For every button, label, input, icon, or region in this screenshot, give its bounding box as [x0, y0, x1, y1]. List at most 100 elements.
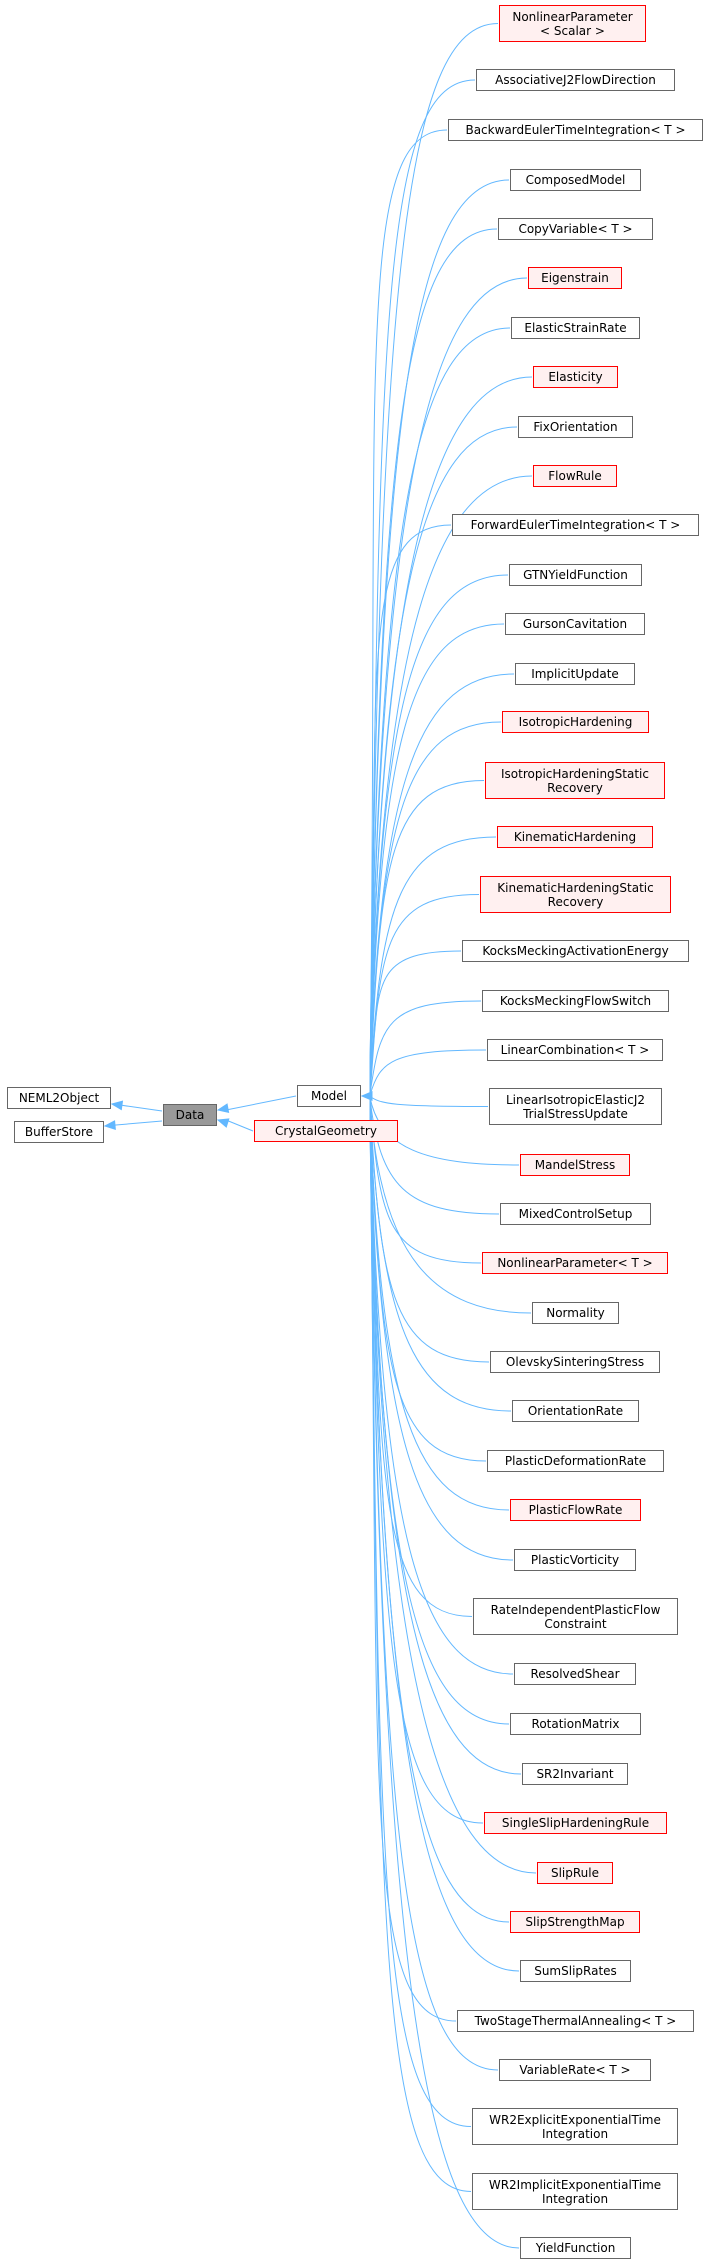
class-name-label: FlowRule: [548, 469, 602, 483]
class-name-label: PlasticVorticity: [530, 1553, 620, 1567]
class-name-label: GursonCavitation: [522, 617, 628, 631]
class-node-gursoncavitation[interactable]: GursonCavitation: [505, 613, 645, 635]
class-name-label: YieldFunction: [535, 2241, 616, 2255]
class-node-kinematichardening[interactable]: KinematicHardening: [497, 826, 653, 848]
class-node-orientationrate[interactable]: OrientationRate: [512, 1400, 639, 1422]
inheritance-edge-plasticflowrate-model: [369, 1104, 510, 1511]
class-name-label: WR2ExplicitExponentialTime: [489, 2112, 661, 2127]
inheritance-edge-backwardeulertimeintegration-model: [369, 129, 448, 1077]
inheritance-edge-kinematichardeningstatic-recovery-model: [369, 894, 480, 1093]
class-node-yieldfunction[interactable]: YieldFunction: [520, 2237, 631, 2259]
class-name-label: Integration: [541, 2191, 609, 2206]
inheritance-edge-sr2invariant-model: [369, 1109, 522, 1775]
inheritance-edge-linearisotropicelasticj2-trialstressupdate-model: [369, 1095, 489, 1107]
inheritance-edge-copyvariable-model: [369, 228, 498, 1079]
class-node-gtnyieldfunction[interactable]: GTNYieldFunction: [509, 564, 642, 586]
class-name-label: Elasticity: [548, 370, 603, 384]
class-name-label: < Scalar >: [540, 23, 605, 38]
class-node-plasticvorticity[interactable]: PlasticVorticity: [514, 1549, 636, 1571]
class-name-label: SlipRule: [550, 1866, 600, 1880]
class-node-linearcombination[interactable]: LinearCombination< T >: [487, 1039, 663, 1061]
class-node-data-current: Data: [163, 1104, 217, 1126]
inheritance-arrowhead-model: [360, 1091, 373, 1101]
class-name-label: Data: [175, 1108, 205, 1122]
inheritance-edge-resolvedshear-model: [369, 1107, 514, 1675]
inheritance-edge-forwardeulertimeintegration-model: [369, 524, 452, 1085]
inheritance-edge-yieldfunction-model: [369, 1119, 520, 2249]
class-node-plasticdeformationrate[interactable]: PlasticDeformationRate: [487, 1450, 664, 1472]
class-node-flowrule[interactable]: FlowRule: [533, 465, 617, 487]
class-name-label: RotationMatrix: [531, 1717, 620, 1731]
class-node-crystalgeometry[interactable]: CrystalGeometry: [254, 1120, 398, 1142]
inheritance-edge-gursoncavitation-model: [369, 623, 505, 1087]
class-node-mixedcontrolsetup[interactable]: MixedControlSetup: [500, 1203, 651, 1225]
class-node-elasticstrainrate[interactable]: ElasticStrainRate: [511, 317, 640, 339]
inheritance-edge-plasticdeformationrate-model: [369, 1103, 487, 1462]
inheritance-edge-linearcombination-model: [369, 1049, 487, 1096]
class-name-label: AssociativeJ2FlowDirection: [495, 73, 656, 87]
class-node-nonlinearparameter[interactable]: NonlinearParameter< Scalar >: [499, 5, 646, 42]
class-node-kocksmeckingflowswitch[interactable]: KocksMeckingFlowSwitch: [482, 990, 669, 1012]
class-name-label: ForwardEulerTimeIntegration< T >: [470, 518, 681, 532]
class-node-isotropichardening[interactable]: IsotropicHardening: [502, 711, 649, 733]
class-node-variablerate[interactable]: VariableRate< T >: [499, 2059, 651, 2081]
class-node-slipstrengthmap[interactable]: SlipStrengthMap: [510, 1911, 640, 1933]
class-name-label: RateIndependentPlasticFlow: [490, 1602, 661, 1617]
class-node-rotationmatrix[interactable]: RotationMatrix: [510, 1713, 641, 1735]
class-name-label: IsotropicHardeningStatic: [501, 766, 649, 781]
class-name-label: CrystalGeometry: [275, 1124, 377, 1138]
class-node-backwardeulertimeintegration[interactable]: BackwardEulerTimeIntegration< T >: [448, 119, 703, 141]
class-node-resolvedshear[interactable]: ResolvedShear: [514, 1663, 636, 1685]
class-node-bufferstore[interactable]: BufferStore: [14, 1121, 104, 1143]
class-name-label: KinematicHardeningStatic: [497, 880, 654, 895]
inheritance-edge-plasticvorticity-model: [369, 1105, 514, 1561]
inheritance-edge-data-bufferstore: [112, 1120, 163, 1126]
class-node-forwardeulertimeintegration[interactable]: ForwardEulerTimeIntegration< T >: [452, 514, 699, 536]
class-name-label: IsotropicHardening: [518, 715, 633, 729]
class-name-label: OrientationRate: [527, 1404, 624, 1418]
class-node-associativej2flowdirection[interactable]: AssociativeJ2FlowDirection: [476, 69, 675, 91]
inheritance-edge-model-data: [225, 1095, 297, 1111]
class-node-sumsliprates[interactable]: SumSlipRates: [520, 1960, 631, 1982]
class-name-label: FixOrientation: [533, 420, 618, 434]
class-node-copyvariable[interactable]: CopyVariable< T >: [498, 218, 653, 240]
class-node-model[interactable]: Model: [297, 1085, 361, 1107]
class-node-mandelstress[interactable]: MandelStress: [520, 1154, 630, 1176]
inheritance-edge-nonlinearparameter-model: [369, 23, 499, 1075]
class-name-label: SumSlipRates: [534, 1964, 617, 1978]
class-name-label: BufferStore: [24, 1125, 94, 1139]
inheritance-edge-mixedcontrolsetup-model: [369, 1098, 500, 1215]
class-name-label: NonlinearParameter< T >: [497, 1256, 653, 1270]
class-name-label: Integration: [541, 2126, 609, 2141]
class-name-label: PlasticDeformationRate: [504, 1454, 647, 1468]
class-node-olevskysinteringstress[interactable]: OlevskySinteringStress: [490, 1351, 660, 1373]
class-name-label: TwoStageThermalAnnealing< T >: [474, 2014, 677, 2028]
inheritance-edge-mandelstress-model: [369, 1097, 520, 1166]
class-node-eigenstrain[interactable]: Eigenstrain: [528, 267, 622, 289]
class-node-kocksmeckingactivationenergy[interactable]: KocksMeckingActivationEnergy: [462, 940, 689, 962]
class-node-elasticity[interactable]: Elasticity: [533, 366, 618, 388]
class-node-twostagethermalannealing[interactable]: TwoStageThermalAnnealing< T >: [457, 2010, 694, 2032]
class-node-nonlinearparameter[interactable]: NonlinearParameter< T >: [482, 1252, 668, 1274]
inheritance-edge-elasticstrainrate-model: [369, 327, 511, 1081]
class-name-label: LinearIsotropicElasticJ2: [505, 1092, 646, 1107]
class-node-singlesliphardeningrule[interactable]: SingleSlipHardeningRule: [484, 1812, 667, 1834]
class-node-fixorientation[interactable]: FixOrientation: [518, 416, 633, 438]
class-name-label: BackwardEulerTimeIntegration< T >: [465, 123, 686, 137]
class-node-neml2object[interactable]: NEML2Object: [7, 1087, 111, 1109]
class-node-sliprule[interactable]: SlipRule: [537, 1862, 613, 1884]
class-node-normality[interactable]: Normality: [532, 1302, 619, 1324]
inheritance-edge-wr2implicitexponentialtime-integration-model: [369, 1117, 472, 2192]
class-node-plasticflowrate[interactable]: PlasticFlowRate: [510, 1499, 641, 1521]
class-node-composedmodel[interactable]: ComposedModel: [510, 169, 641, 191]
class-node-implicitupdate[interactable]: ImplicitUpdate: [515, 663, 635, 685]
class-node-sr2invariant[interactable]: SR2Invariant: [522, 1763, 628, 1785]
class-name-label: Model: [310, 1089, 348, 1103]
class-name-label: ResolvedShear: [530, 1667, 620, 1681]
